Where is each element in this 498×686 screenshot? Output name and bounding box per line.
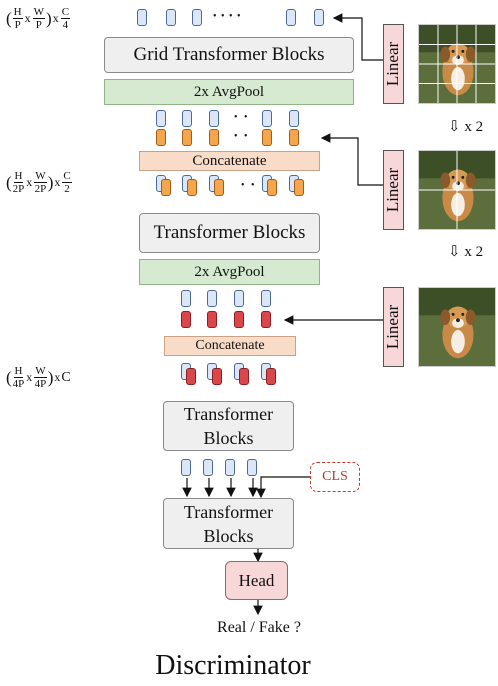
transformer-blocks-1: Transformer Blocks [139,213,320,253]
token [234,311,244,328]
token [314,9,324,26]
linear-layer-3: Linear [383,287,404,367]
linear1-arrow [332,13,383,61]
token [212,368,222,385]
ellipsis: • • [234,131,250,142]
concatenate-2: Concatenate [164,336,296,356]
token [262,129,272,146]
downsample-annotation-2: ⇩ x 2 [448,244,484,260]
token [261,290,271,307]
token [239,368,249,385]
linear-layer-1: Linear [383,24,404,104]
linear2-arrow [320,133,383,186]
token [156,129,166,146]
token [186,368,196,385]
token [247,459,257,476]
token [262,110,272,127]
token [209,110,219,127]
token [261,311,271,328]
token [267,179,277,196]
grid-transformer-blocks: Grid Transformer Blocks [104,37,354,73]
token [207,290,217,307]
token-row-2: • • • • [156,110,306,150]
linear-layer-2: Linear [383,150,404,230]
token [294,179,304,196]
cls-token: CLS [310,462,360,492]
token [286,9,296,26]
avgpool-1: 2x AvgPool [104,79,354,105]
token [137,9,147,26]
token-row-1: • • • • [137,9,337,31]
token [207,311,217,328]
token [192,9,202,26]
token [234,290,244,307]
double-down-arrow-icon: ⇩ [448,119,461,135]
token-row-2-merged: • • [156,175,316,203]
concatenate-1: Concatenate [139,151,320,171]
downsample-annotation-1: ⇩ x 2 [448,119,484,135]
dog-photo-icon [418,24,496,104]
avgpool-2: 2x AvgPool [139,259,320,285]
token-row-4 [181,459,271,479]
token [182,129,192,146]
token [156,110,166,127]
head-block: Head [225,561,288,600]
ellipsis: • • [241,180,257,191]
token [214,179,224,196]
token [225,459,235,476]
token-row-3-merged [181,363,291,391]
token [266,368,276,385]
output-label: Real / Fake ? [217,619,301,636]
token [182,110,192,127]
dog-photo-icon [418,150,496,230]
token [181,459,191,476]
double-down-arrow-icon: ⇩ [448,244,461,260]
token [166,9,176,26]
transformer-blocks-2: Transformer Blocks [163,401,294,451]
token [209,129,219,146]
token [289,129,299,146]
ellipsis: • • • • [213,11,242,22]
dog-photo-icon [418,287,496,367]
token [203,459,213,476]
token [289,110,299,127]
token [187,179,197,196]
transformer-blocks-3: Transformer Blocks [163,498,294,549]
token [161,179,171,196]
token [181,311,191,328]
token [181,290,191,307]
diagram-title: Discriminator [155,650,311,681]
ellipsis: • • [234,112,250,123]
cls-connector [256,476,310,499]
token-row-3 [181,290,281,332]
